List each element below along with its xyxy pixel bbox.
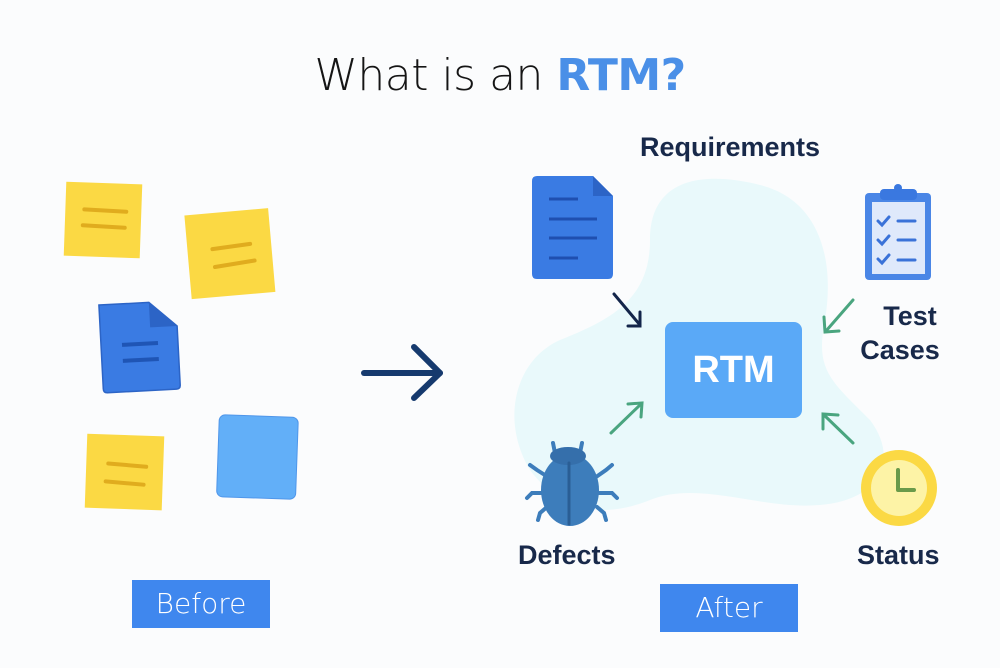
title-prefix: What is an bbox=[314, 50, 557, 101]
arrow-testcases-to-rtm bbox=[822, 298, 855, 334]
arrow-right-icon bbox=[361, 344, 443, 401]
arrow-defects-to-rtm bbox=[609, 401, 644, 435]
document-icon bbox=[532, 176, 613, 279]
arrow-requirements-to-rtm bbox=[612, 292, 642, 328]
node-label-requirements: Requirements bbox=[640, 132, 821, 162]
node-label-test: Test bbox=[883, 301, 937, 331]
after-caption: After bbox=[660, 584, 798, 632]
node-label-defects: Defects bbox=[518, 540, 616, 570]
clipboard-checklist-icon bbox=[865, 184, 931, 280]
bug-icon bbox=[525, 441, 619, 526]
rtm-center-box: RTM bbox=[665, 322, 802, 418]
page-title: What is an RTM? bbox=[0, 50, 1000, 101]
node-label-cases: Cases bbox=[860, 335, 940, 365]
node-label-test-cases: Test Cases bbox=[860, 299, 950, 367]
blank-card bbox=[216, 414, 299, 500]
node-label-status: Status bbox=[857, 540, 940, 570]
document-icon bbox=[98, 301, 181, 394]
before-caption: Before bbox=[132, 580, 270, 628]
sticky-note bbox=[63, 181, 143, 259]
title-accent: RTM? bbox=[556, 50, 686, 101]
clock-icon bbox=[861, 450, 937, 526]
sticky-note bbox=[84, 433, 165, 511]
arrow-status-to-rtm bbox=[821, 412, 855, 445]
sticky-note bbox=[184, 208, 276, 300]
